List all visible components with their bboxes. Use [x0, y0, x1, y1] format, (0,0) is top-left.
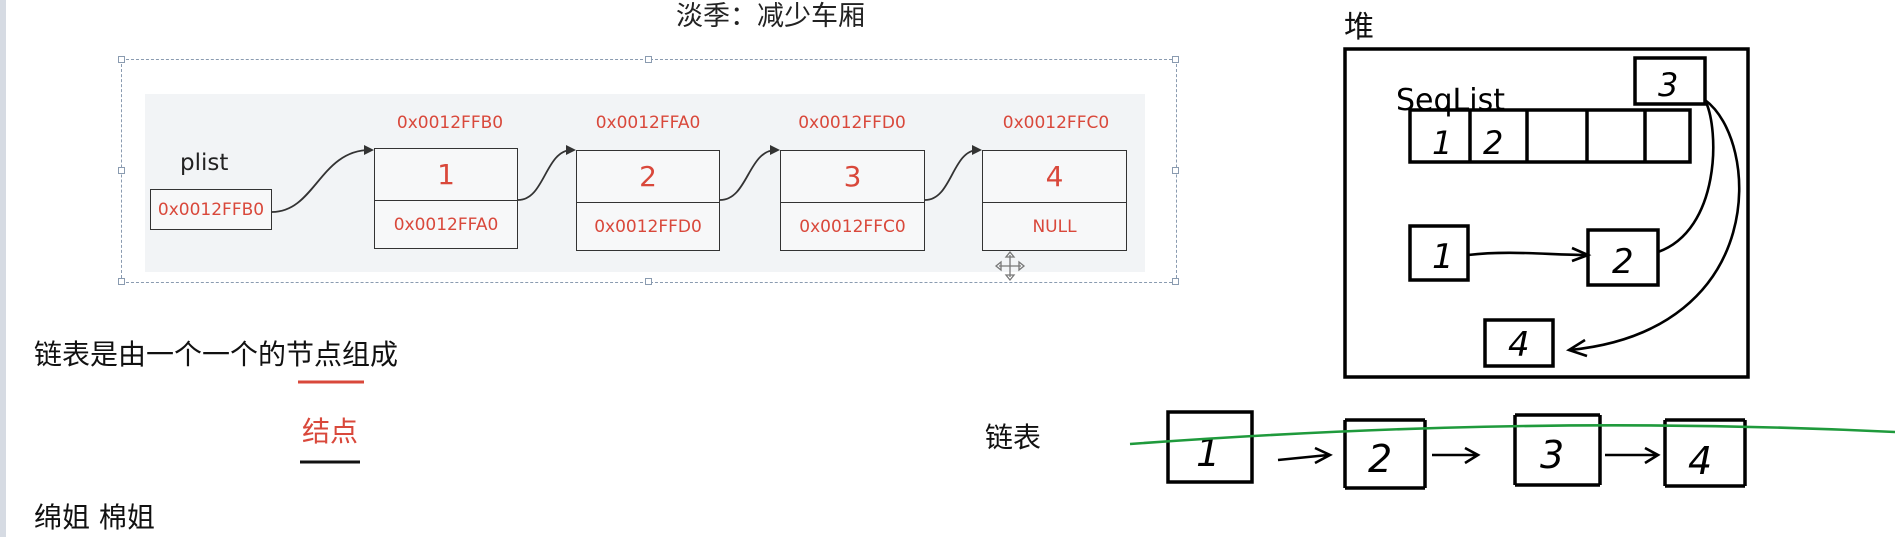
node-next: 0x0012FFA0 [393, 214, 499, 235]
resize-handle[interactable] [118, 167, 125, 174]
heap-node-value: 3 [1658, 66, 1678, 104]
heap-node-value: 2 [1612, 242, 1634, 282]
linked-list-label: 链表 [985, 421, 1042, 454]
node-address: 0x0012FFC0 [1002, 113, 1110, 133]
node-next: 0x0012FFD0 [594, 216, 702, 237]
plist-label: plist [180, 150, 229, 176]
chain-node-value: 2 [1368, 437, 1392, 481]
heap-label: 堆 [1344, 10, 1374, 45]
seqlist-label: SeqList [1396, 83, 1505, 118]
resize-handle[interactable] [1172, 278, 1179, 285]
resize-handle[interactable] [645, 278, 652, 285]
node-data: 1 [375, 149, 517, 201]
seqlist-cell: 1 [1432, 124, 1452, 162]
heap-node-value: 4 [1508, 325, 1530, 365]
resize-handle[interactable] [645, 56, 652, 63]
node-link-arrows [271, 149, 979, 213]
node-data: 2 [577, 151, 719, 203]
heap-node-value: 1 [1432, 237, 1454, 277]
node-next: 0x0012FFC0 [799, 216, 906, 237]
node-data: 4 [983, 151, 1126, 203]
note-names: 绵姐 棉姐 [34, 501, 155, 534]
list-node: 3 0x0012FFC0 [780, 150, 925, 251]
note-node-term: 结点 [302, 415, 359, 448]
seqlist-cell: 2 [1483, 124, 1503, 162]
heap-arrows [1467, 98, 1741, 358]
resize-handle[interactable] [1172, 167, 1179, 174]
resize-handle[interactable] [118, 56, 125, 63]
chain-node-value: 4 [1688, 439, 1712, 483]
resize-handle[interactable] [1172, 56, 1179, 63]
bottom-chain-sketch [1166, 410, 1747, 490]
node-next: NULL [1032, 216, 1077, 237]
list-node: 2 0x0012FFD0 [576, 150, 720, 251]
bottom-chain-arrows [1277, 446, 1661, 465]
resize-handle[interactable] [118, 278, 125, 285]
chain-node-value: 3 [1540, 433, 1564, 477]
heap-sketch [1343, 47, 1750, 379]
arrow-heads [364, 145, 982, 155]
plist-pointer-box: 0x0012FFB0 [150, 189, 272, 230]
node-address: 0x0012FFD0 [798, 113, 906, 133]
move-cursor-icon [994, 250, 1026, 282]
node-address: 0x0012FFB0 [396, 113, 504, 133]
green-strike-line [1129, 424, 1895, 446]
list-node: 1 0x0012FFA0 [374, 148, 518, 249]
note-definition: 链表是由一个一个的节点组成 [34, 338, 399, 371]
node-data: 3 [781, 151, 924, 203]
page-title: 淡季：减少车厢 [676, 1, 865, 32]
left-scroll-edge [0, 0, 6, 537]
list-node: 4 NULL [982, 150, 1127, 251]
node-address: 0x0012FFA0 [595, 113, 701, 133]
